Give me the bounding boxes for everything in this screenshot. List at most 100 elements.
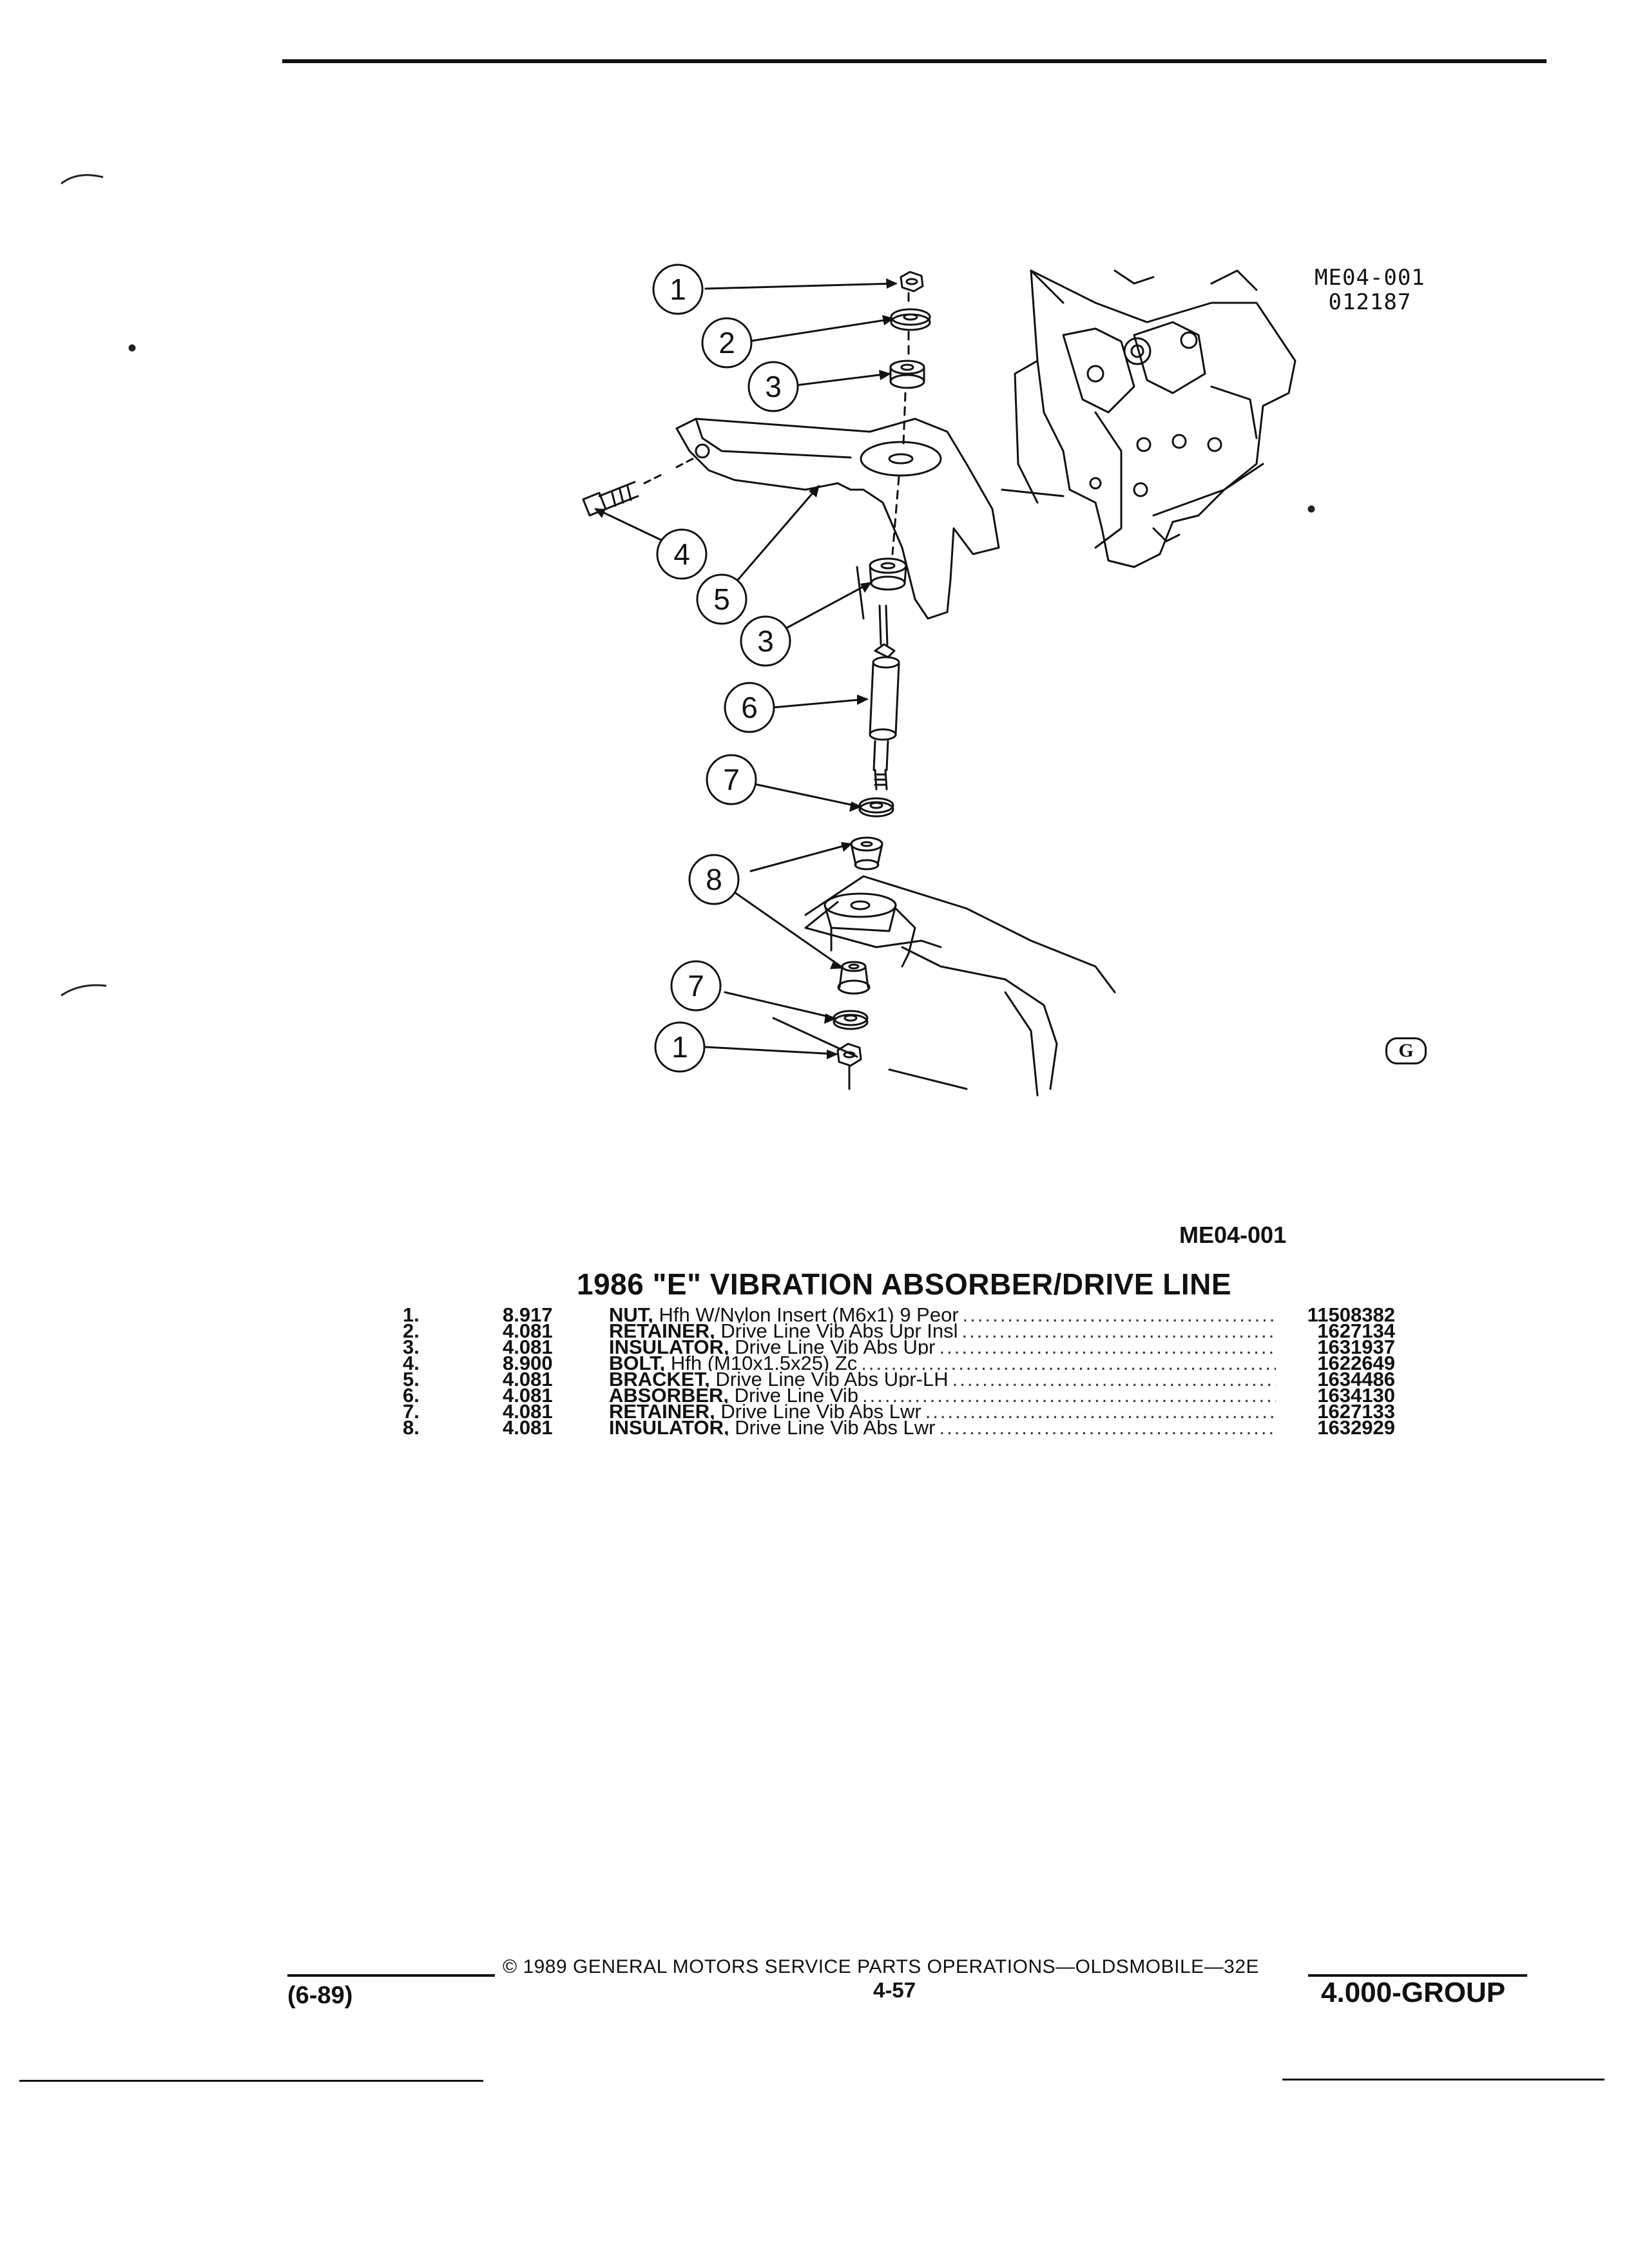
callout-number: 7 <box>723 763 740 796</box>
part-description: RETAINER, Drive Line Vib Abs Upr Insl <box>609 1323 1276 1339</box>
part-name: ABSORBER, <box>609 1387 729 1403</box>
callout-3-lower <box>740 615 791 667</box>
item-number: 5. <box>403 1368 419 1390</box>
callout-number: 7 <box>688 969 704 1003</box>
part-description: BOLT, Hfh (M10x1.5x25) Zc <box>609 1355 1276 1371</box>
part-description: BRACKET, Drive Line Vib Abs Upr-LH <box>609 1371 1276 1387</box>
callout-number: 1 <box>671 1030 688 1064</box>
part-description: ABSORBER, Drive Line Vib <box>609 1387 1276 1403</box>
leader-dots <box>958 1323 1276 1339</box>
parts-row: 1. 8.917 NUT, Hfh W/Nylon Insert (M6x1) 9 … <box>403 1303 1395 1326</box>
leader-dots <box>936 1419 1276 1436</box>
gm-logo: G <box>1385 1037 1427 1064</box>
part-name: NUT, <box>609 1307 653 1323</box>
absorber-drawing <box>869 604 900 791</box>
part-name: RETAINER, <box>609 1323 715 1339</box>
revision-date: (6-89) <box>287 1982 353 2009</box>
group-number: 4.081 <box>503 1400 553 1423</box>
group-number: 8.917 <box>503 1303 553 1326</box>
group-number: 4.081 <box>503 1384 553 1407</box>
figure-code: ME04-001 <box>1315 265 1425 291</box>
bracket-drawing <box>675 418 1000 620</box>
part-name: RETAINER, <box>609 1403 715 1419</box>
footer-rule-right <box>1308 1974 1527 1977</box>
part-number: 1631937 <box>1317 1336 1395 1358</box>
callout-2 <box>701 317 753 369</box>
group-number: 4.081 <box>503 1336 553 1358</box>
part-detail: Drive Line Vib Abs Lwr <box>720 1403 921 1419</box>
chassis-floor-drawing <box>772 875 1116 1097</box>
part-detail: Hfh (M10x1.5x25) Zc <box>670 1355 858 1371</box>
callout-numbers: 1 2 3 4 5 3 6 7 8 7 1 <box>670 273 782 1064</box>
part-detail: Hfh W/Nylon Insert (M6x1) 9 Peor <box>659 1307 959 1323</box>
callout-3-top <box>747 361 799 412</box>
part-detail: Drive Line Vib Abs Upr Insl <box>720 1323 958 1339</box>
leader-dots <box>858 1387 1276 1403</box>
part-name: BOLT, <box>609 1355 666 1371</box>
part-number: 1634130 <box>1317 1384 1395 1407</box>
part-detail: Drive Line Vib Abs Upr <box>735 1339 936 1355</box>
leader-lines <box>595 282 897 1055</box>
part-number: 1632929 <box>1317 1416 1395 1439</box>
part-description: INSULATOR, Drive Line Vib Abs Upr <box>609 1339 1276 1355</box>
group-number: 4.081 <box>503 1320 553 1342</box>
callout-number: 3 <box>765 370 782 403</box>
callout-1-top <box>652 264 704 315</box>
page-number: 4-57 <box>873 1978 916 2002</box>
upper-retainer-drawing <box>890 308 931 331</box>
part-description: RETAINER, Drive Line Vib Abs Lwr <box>609 1403 1276 1419</box>
figure-date-code: 012187 <box>1328 289 1412 315</box>
callout-7-lower <box>670 960 722 1012</box>
part-description: NUT, Hfh W/Nylon Insert (M6x1) 9 Peor <box>609 1307 1276 1323</box>
lower-retainer-bottom-drawing <box>833 1010 869 1030</box>
lower-insulator-pair-drawing <box>837 836 883 995</box>
page-title: 1986 "E" VIBRATION ABSORBER/DRIVE LINE <box>577 1267 1232 1301</box>
callout-number: 4 <box>673 537 690 571</box>
leader-dots <box>936 1339 1276 1355</box>
figure-reference-top: ME04-001 012187 <box>1315 265 1425 314</box>
parts-row: 5. 4.081 BRACKET, Drive Line Vib Abs Upr-L… <box>403 1368 1395 1390</box>
leader-dots <box>857 1355 1276 1371</box>
leader-dots <box>959 1307 1276 1323</box>
item-number: 3. <box>403 1336 419 1358</box>
callout-number: 1 <box>670 273 686 306</box>
callout-number: 2 <box>718 326 735 360</box>
part-number: 1634486 <box>1317 1368 1395 1390</box>
callout-7-upper <box>706 754 757 805</box>
copyright-line: © 1989 GENERAL MOTORS SERVICE PARTS OPER… <box>503 1956 1260 1977</box>
item-number: 1. <box>403 1303 419 1326</box>
callout-1-bottom <box>654 1021 706 1073</box>
callout-5 <box>696 573 747 625</box>
parts-row: 2. 4.081 RETAINER, Drive Line Vib Abs Upr … <box>403 1320 1395 1342</box>
group-number: 4.081 <box>503 1416 553 1439</box>
scan-marks <box>61 174 1315 997</box>
part-number: 11508382 <box>1307 1303 1395 1326</box>
group-number: 4.081 <box>503 1368 553 1390</box>
callout-4 <box>656 528 708 580</box>
item-number: 6. <box>403 1384 419 1407</box>
upper-nut-drawing <box>900 271 924 293</box>
group-number: 8.900 <box>503 1352 553 1374</box>
callout-number: 3 <box>757 624 774 658</box>
item-number: 2. <box>403 1320 419 1342</box>
part-detail: Drive Line Vib Abs Lwr <box>735 1419 936 1436</box>
item-number: 8. <box>403 1416 419 1439</box>
callout-6 <box>724 682 775 733</box>
callout-bubbles <box>652 264 799 1073</box>
transmission-housing-drawing <box>1001 269 1296 568</box>
callout-number: 5 <box>713 582 730 616</box>
part-number: 1627134 <box>1317 1320 1395 1342</box>
lower-insulator-drawing <box>869 557 907 591</box>
parts-row: 7. 4.081 RETAINER, Drive Line Vib Abs Lwr 1… <box>403 1400 1395 1423</box>
parts-list: 1. 8.917 NUT, Hfh W/Nylon Insert (M6x1) 9 … <box>403 1303 1395 1439</box>
leader-dots <box>921 1403 1276 1419</box>
parts-row: 6. 4.081 ABSORBER, Drive Line Vib 1634130 <box>403 1384 1395 1407</box>
item-number: 7. <box>403 1400 419 1423</box>
group-label: 4.000-GROUP <box>1321 1977 1506 2008</box>
part-name: INSULATOR, <box>609 1339 729 1355</box>
bottom-edge-rule-left <box>19 2080 483 2082</box>
leader-arrowheads <box>594 278 898 1059</box>
footer-rule-left <box>287 1974 495 1977</box>
part-number: 1627133 <box>1317 1400 1395 1423</box>
